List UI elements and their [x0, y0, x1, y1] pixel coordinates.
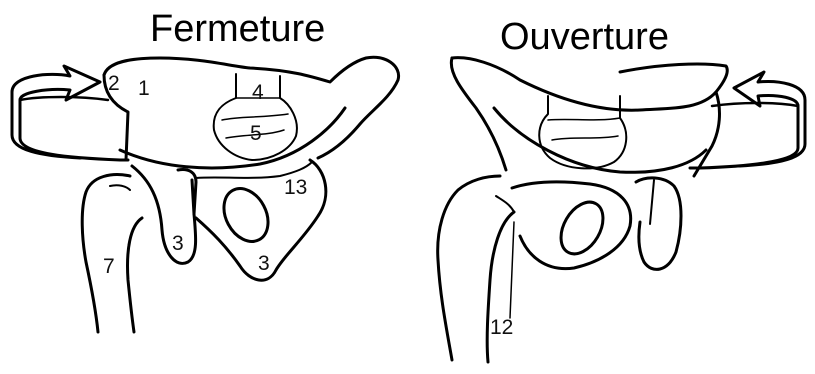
right-obturator-foramen [552, 195, 611, 261]
label-5: 5 [250, 122, 262, 145]
label-4: 4 [252, 81, 264, 104]
label-2: 2 [108, 72, 120, 95]
label-1: 1 [138, 77, 150, 100]
left-femur [82, 175, 130, 332]
label-12: 12 [490, 316, 513, 339]
leader-line-12 [510, 222, 514, 318]
label-3-pubis: 3 [258, 252, 270, 275]
left-obturator-foramen [215, 181, 277, 249]
label-3-ischium: 3 [172, 232, 184, 255]
label-13: 13 [284, 176, 307, 199]
left-pelvis [12, 57, 399, 332]
right-sacrum [539, 96, 626, 168]
label-7: 7 [103, 255, 115, 278]
